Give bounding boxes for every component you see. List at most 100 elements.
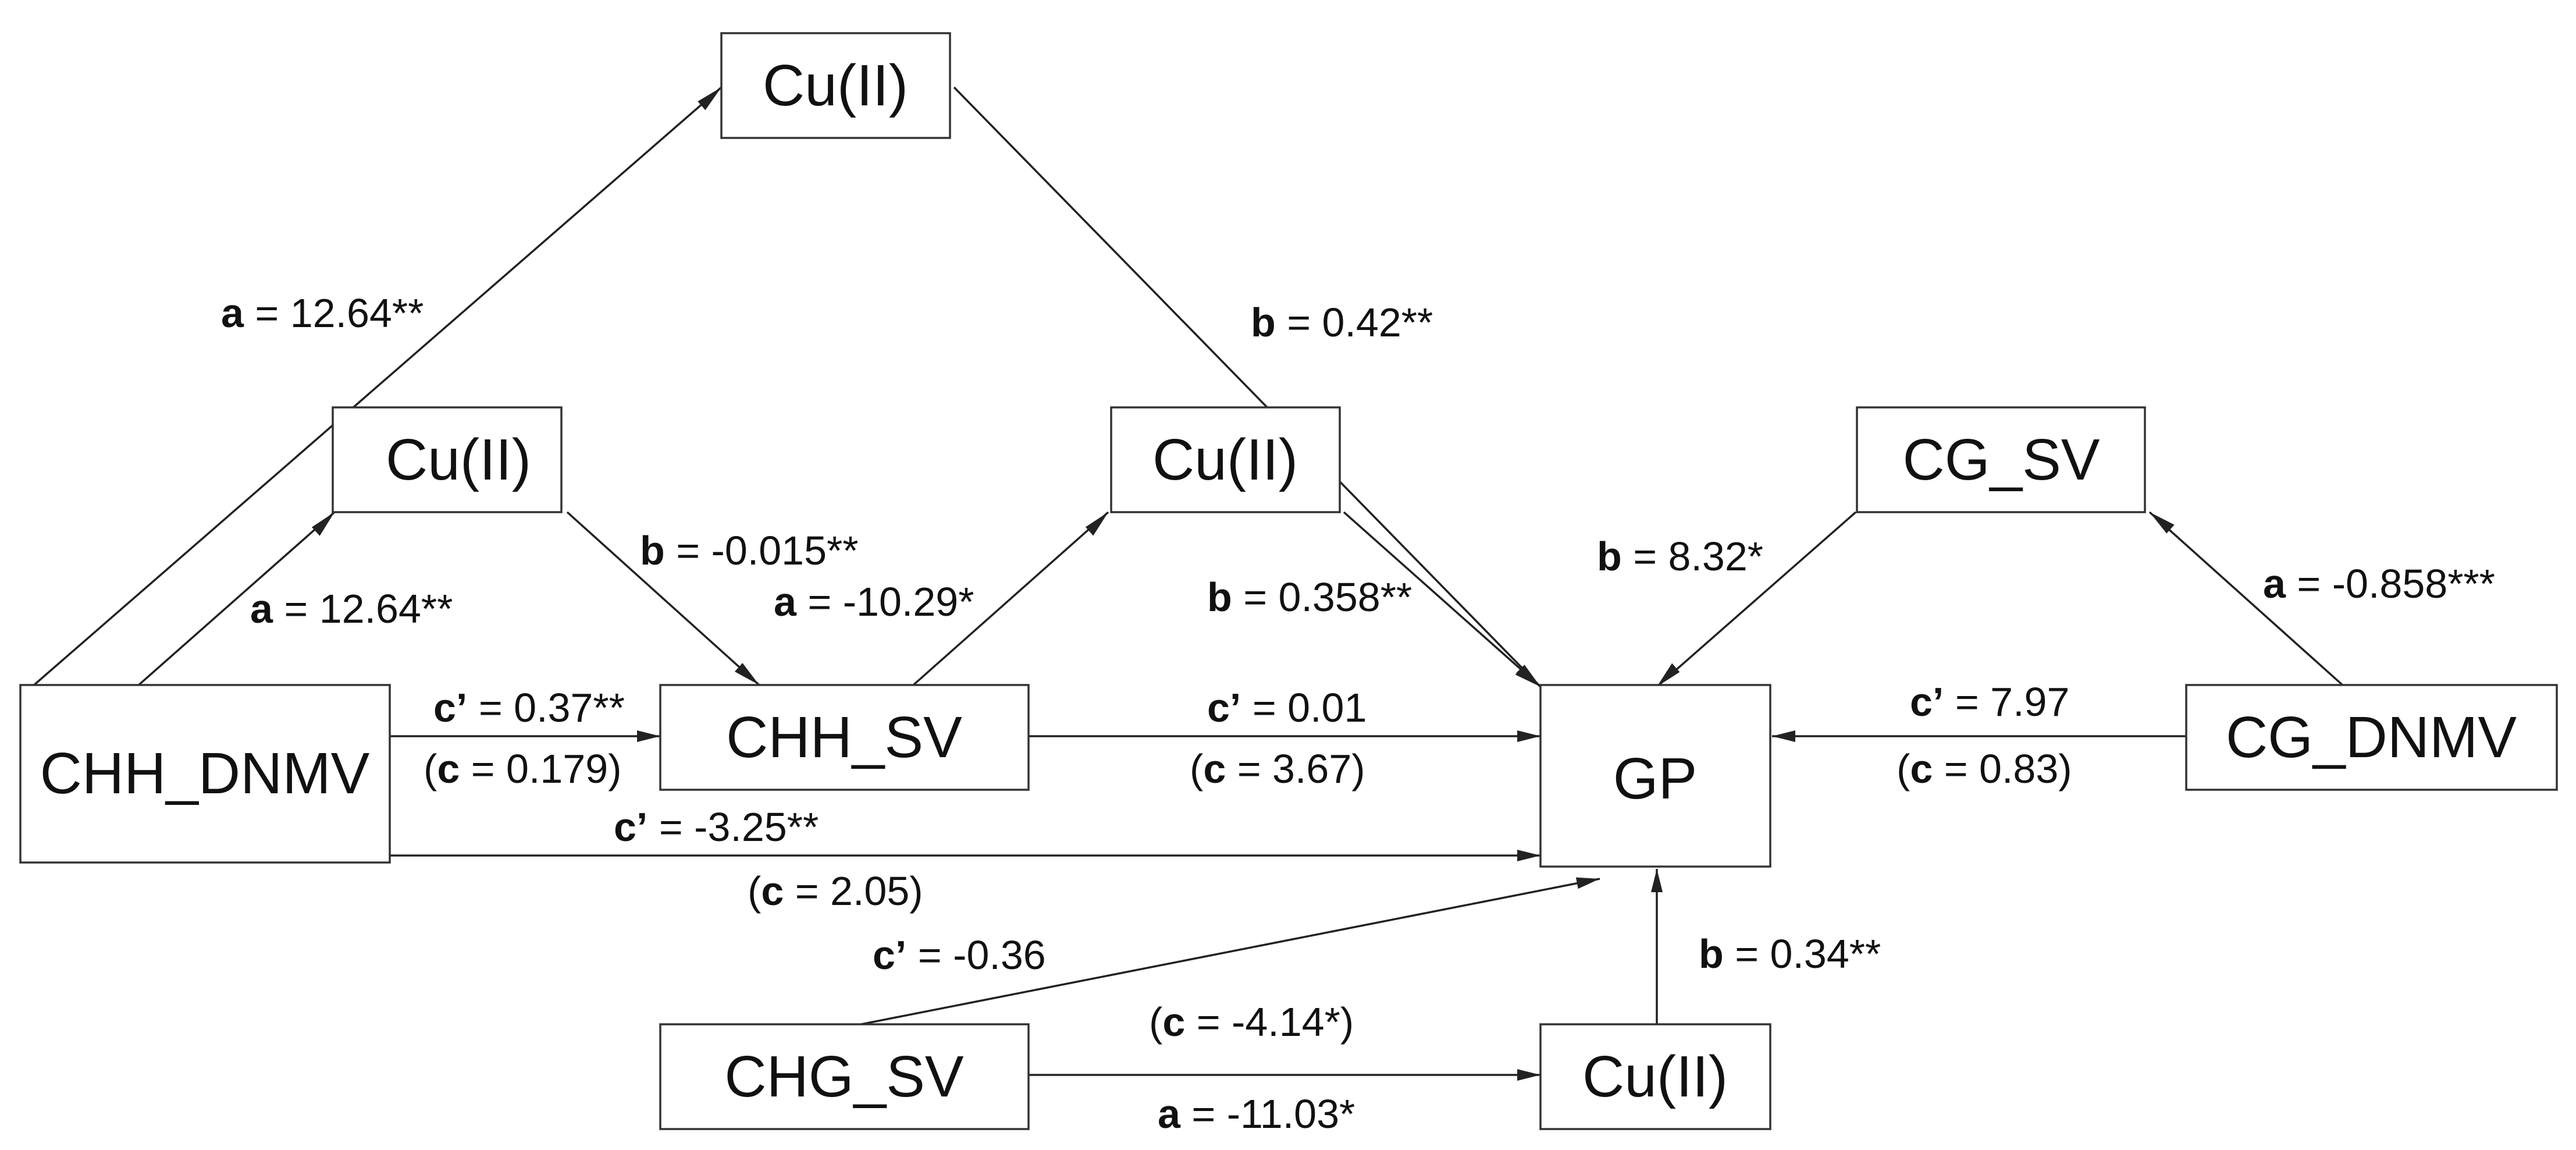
arrowhead-gp-from-chgsv xyxy=(1575,877,1600,889)
label-cprime-chg: c’ = -0.36 xyxy=(873,932,1046,978)
coef-value: = 2.05) xyxy=(784,868,923,914)
node-label: CG_DNMV xyxy=(2226,705,2517,770)
edge-cgsv-to-gp xyxy=(1656,511,1857,688)
node-cg-dnmv: CG_DNMV xyxy=(2185,684,2558,791)
label-b-cgsv: b = 8.32* xyxy=(1597,534,1763,579)
coef-value: = 0.37** xyxy=(467,685,625,730)
label-a-bottom: a = -11.03* xyxy=(1158,1091,1355,1137)
coef-symbol: c xyxy=(1203,746,1226,791)
node-chh-dnmv: CHH_DNMV xyxy=(19,684,391,864)
coef-symbol: b xyxy=(1597,534,1622,579)
arrowhead-gp-from-cgdnmv xyxy=(1772,730,1795,742)
arrowhead-gp-from-chhsv xyxy=(1517,730,1540,742)
arrowheads xyxy=(311,87,2175,1081)
coef-symbol: c xyxy=(437,746,460,791)
label-b-left: b = -0.015** xyxy=(640,528,859,573)
node-chh-sv: CHH_SV xyxy=(659,684,1030,791)
node-box xyxy=(2185,684,2558,791)
label-a-mid: a = -10.29* xyxy=(774,579,974,624)
coef-value: = 0.42** xyxy=(1276,300,1433,345)
node-cu-top: Cu(II) xyxy=(720,32,951,139)
label-c-chg: (c = -4.14*) xyxy=(1149,999,1354,1045)
edge-chhdnmv-to-culeft xyxy=(136,511,336,688)
label-c-chh: (c = 0.179) xyxy=(424,746,622,791)
coef-value: = 0.83) xyxy=(1933,746,2072,791)
coef-value: = -11.03* xyxy=(1180,1091,1355,1137)
label-c-chhsv: (c = 3.67) xyxy=(1190,746,1365,791)
node-box xyxy=(1856,406,2146,513)
node-box xyxy=(1110,406,1341,513)
edge-cutop-to-gp xyxy=(953,86,1542,688)
arrowhead-cumid xyxy=(1085,512,1108,536)
node-label: Cu(II) xyxy=(763,53,908,118)
coef-value: = -0.015** xyxy=(665,528,859,573)
label-cprime-chh: c’ = 0.37** xyxy=(433,685,625,730)
coef-value: = 0.358** xyxy=(1232,574,1412,620)
coef-value: = 0.179) xyxy=(460,746,621,791)
coef-value: = 0.34** xyxy=(1724,931,1881,977)
coef-symbol: a xyxy=(2263,561,2286,606)
label-b-bottom: b = 0.34** xyxy=(1699,931,1881,977)
coef-paren: ( xyxy=(748,868,761,914)
label-c-direct: (c = 2.05) xyxy=(748,868,923,914)
coef-value: = 7.97 xyxy=(1944,679,2069,725)
node-label: CHH_SV xyxy=(726,705,962,770)
coef-symbol: a xyxy=(774,579,797,624)
coef-symbol: b xyxy=(640,528,665,573)
coef-paren: ( xyxy=(1190,746,1203,791)
coef-value: = -3.25** xyxy=(647,804,819,850)
label-a-inner: a = 12.64** xyxy=(250,586,453,631)
arrowhead-cutop xyxy=(698,87,721,111)
label-cprime-direct: c’ = -3.25** xyxy=(614,804,819,850)
node-box xyxy=(1539,684,1771,868)
coef-symbol: a xyxy=(221,290,244,336)
coef-value: = -10.29* xyxy=(796,579,974,624)
label-a-cg: a = -0.858*** xyxy=(2263,561,2495,606)
edge-cumid-to-gp xyxy=(1343,511,1542,688)
label-b-mid: b = 0.358** xyxy=(1207,574,1412,620)
label-cprime-cg: c’ = 7.97 xyxy=(1910,679,2069,725)
coef-value: = -0.36 xyxy=(906,932,1045,978)
coef-symbol: c’ xyxy=(1207,685,1241,730)
node-box xyxy=(1539,1023,1771,1130)
coef-symbol: c’ xyxy=(614,804,647,850)
node-label: CHG_SV xyxy=(724,1044,964,1109)
arrowhead-cgsv xyxy=(2150,512,2175,534)
coef-symbol: c xyxy=(1162,999,1185,1045)
node-cg-sv: CG_SV xyxy=(1856,406,2146,513)
coef-value: = 12.64** xyxy=(244,290,424,336)
node-label: Cu(II) xyxy=(386,427,531,492)
coef-value: = 0.01 xyxy=(1241,685,1367,730)
coef-symbol: c xyxy=(1910,746,1933,791)
coef-paren: ( xyxy=(1149,999,1162,1045)
node-label: GP xyxy=(1613,746,1697,811)
coef-symbol: c’ xyxy=(873,932,906,978)
node-label: CG_SV xyxy=(1902,427,2100,492)
coef-value: = -4.14*) xyxy=(1185,999,1354,1045)
node-box xyxy=(332,406,563,513)
coef-symbol: c xyxy=(761,868,784,914)
node-label: CHH_DNMV xyxy=(40,741,370,806)
arrowhead-gp-from-cumid xyxy=(1515,666,1540,687)
arrowhead-chhsv-from-culeft xyxy=(734,663,759,685)
coef-paren: ( xyxy=(424,746,437,791)
coef-symbol: b xyxy=(1699,931,1724,977)
arrowhead-gp-from-cgsv xyxy=(1657,663,1680,687)
edge-chgsv-to-gp xyxy=(860,878,1600,1025)
coef-symbol: c’ xyxy=(1910,679,1944,725)
coef-symbol: a xyxy=(1158,1091,1181,1137)
node-cu-left: Cu(II) xyxy=(332,406,563,513)
arrowhead-gp-direct xyxy=(1517,850,1540,861)
node-label: Cu(II) xyxy=(1152,427,1298,492)
coef-symbol: b xyxy=(1207,574,1232,620)
coef-symbol: a xyxy=(250,586,273,631)
node-chg-sv: CHG_SV xyxy=(659,1023,1030,1130)
arrowhead-cubottom xyxy=(1517,1069,1540,1081)
arrowhead-chhsv-from-chhdnmv xyxy=(637,730,660,742)
label-b-top: b = 0.42** xyxy=(1251,300,1433,345)
coef-value: = 8.32* xyxy=(1622,534,1763,579)
edge-cgdnmv-to-cgsv xyxy=(2148,511,2346,688)
coef-symbol: b xyxy=(1251,300,1276,345)
path-labels: a = 12.64** b = 0.42** a = 12.64** b = -… xyxy=(221,290,2495,1137)
